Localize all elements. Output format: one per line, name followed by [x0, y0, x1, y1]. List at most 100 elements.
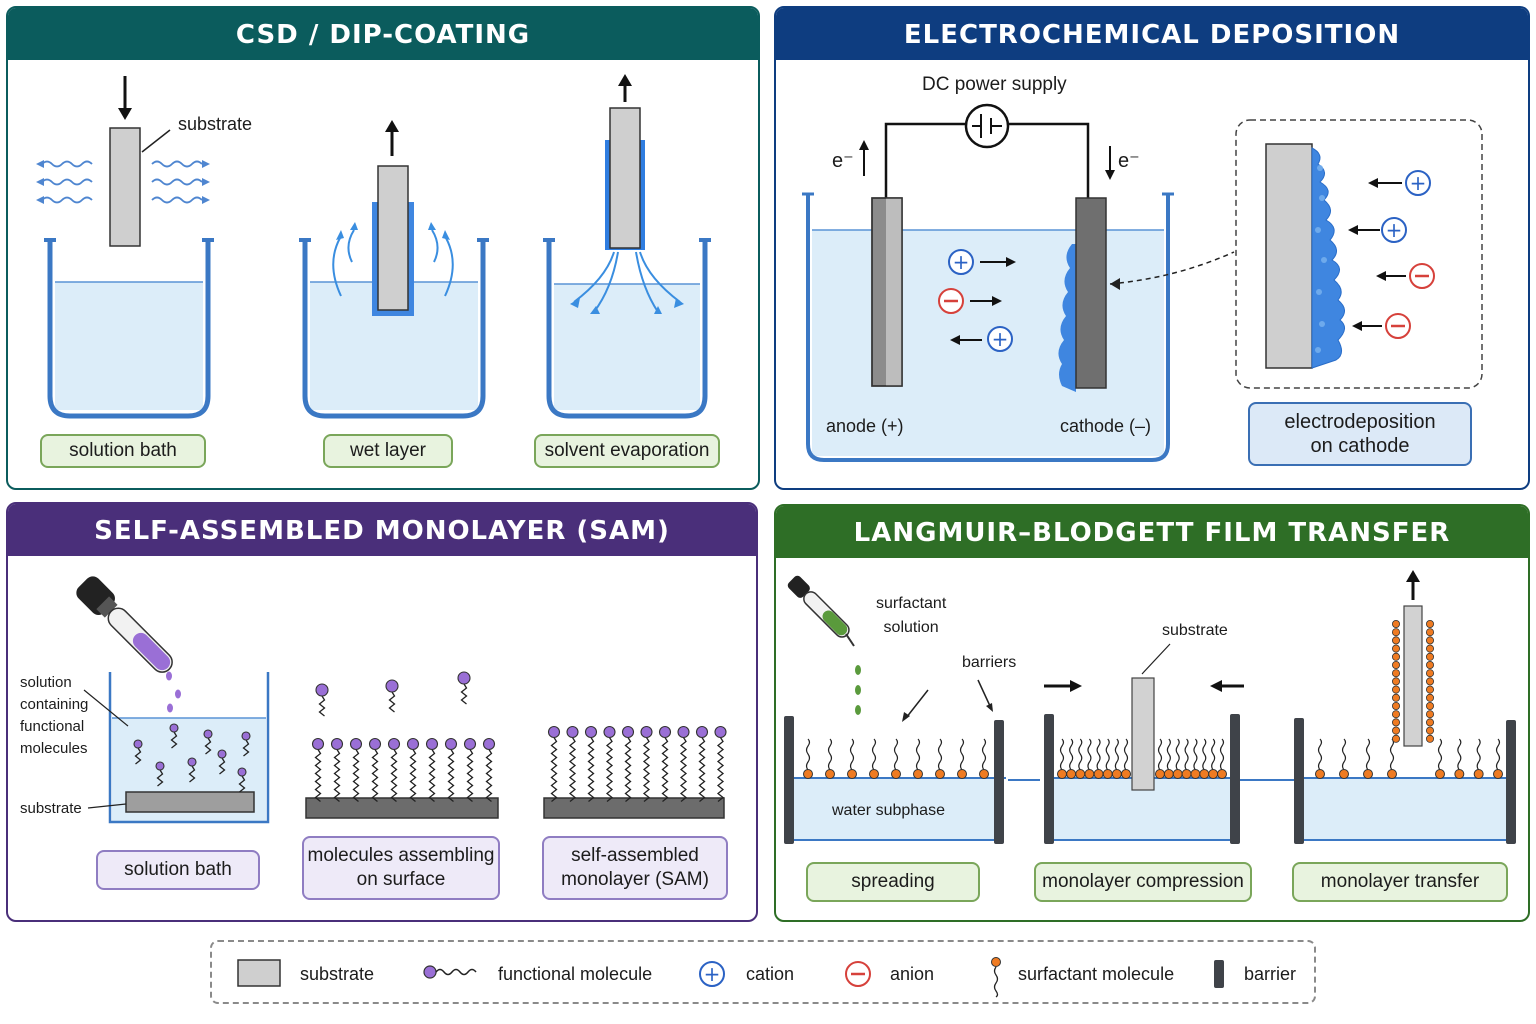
spread-surfactants	[803, 738, 989, 779]
functional-molecule	[133, 739, 143, 765]
functional-molecule-icon	[423, 965, 477, 979]
functional-molecule	[330, 737, 344, 803]
surfactant-molecule	[1163, 738, 1174, 779]
csd-step-label-3: solvent evaporation	[534, 434, 720, 468]
sam-substrate-2	[305, 797, 499, 819]
sam-substrate-label: substrate	[20, 800, 82, 817]
surfactant-molecule	[1426, 701, 1435, 710]
functional-molecule	[368, 737, 382, 803]
surfactant-molecule	[1392, 636, 1401, 645]
cation-icon: +	[1405, 170, 1431, 196]
barriers-label: barriers	[962, 654, 1017, 671]
barrier-right-2	[1230, 714, 1240, 844]
cathode-label: cathode (–)	[1060, 416, 1152, 436]
vapor-wave-icon	[41, 160, 203, 204]
surfactant-molecule	[1066, 738, 1077, 779]
surfactant-molecule	[1473, 738, 1484, 779]
functional-molecule	[677, 725, 690, 803]
cation-icon: +	[699, 961, 725, 987]
surfactant-molecule	[1426, 718, 1435, 727]
surfactant-molecule	[1392, 693, 1401, 702]
functional-molecule	[349, 737, 363, 803]
barrier-left-3	[1294, 718, 1304, 844]
barrier-right-3	[1506, 720, 1516, 844]
surfactant-molecule	[1208, 738, 1219, 779]
surfactant-molecule	[1426, 734, 1435, 743]
surfactant-molecule	[1426, 710, 1435, 719]
legend-label-substrate: substrate	[300, 964, 375, 984]
dropper-icon	[76, 576, 173, 673]
surfactant-molecule	[1392, 701, 1401, 710]
lb-diagram	[784, 570, 1516, 844]
surfactant-molecule	[1426, 677, 1435, 686]
surfactant-molecule	[1093, 738, 1104, 779]
surfactant-molecule-icon	[991, 957, 1001, 998]
surfactant-molecule	[1426, 652, 1435, 661]
surfactant-molecule	[1392, 726, 1401, 735]
surfactant-molecule	[1392, 644, 1401, 653]
panel-title-ecd: ELECTROCHEMICAL DEPOSITION	[776, 8, 1528, 60]
functional-molecule	[315, 683, 329, 717]
surfactant-molecule	[1426, 660, 1435, 669]
free-molecules	[133, 723, 251, 793]
legend-label-anion: anion	[890, 964, 935, 984]
surfactant-molecule	[1121, 738, 1131, 779]
compressed-surfactants	[1057, 738, 1227, 779]
surfactant-molecule	[979, 738, 989, 779]
dropper-icon	[787, 575, 855, 647]
surfactant-molecule	[1392, 734, 1401, 743]
svg-text:+: +	[704, 962, 721, 986]
functional-molecule	[241, 731, 251, 757]
panel-electrochemical-deposition: ELECTROCHEMICAL DEPOSITION	[774, 6, 1530, 490]
surfactant-molecule	[1199, 738, 1210, 779]
surfactant-molecule	[1493, 738, 1503, 779]
svg-text:+: +	[1386, 218, 1403, 242]
functional-molecule	[444, 737, 458, 803]
surfactant-molecule	[1426, 628, 1435, 637]
functional-molecule	[621, 725, 635, 803]
surfactant-molecule	[1102, 738, 1113, 779]
functional-molecule	[584, 725, 598, 803]
flow-arrow-icon	[332, 229, 454, 297]
legend-label-functional-molecule: functional molecule	[498, 964, 653, 984]
surfactant-molecule	[1392, 677, 1401, 686]
cation-icon: +	[987, 326, 1013, 352]
surfactant-molecule	[1426, 693, 1435, 702]
legend-symbols: +	[237, 957, 1224, 998]
compression-arrow-icon	[1044, 680, 1244, 692]
sam-substrate-3	[543, 797, 725, 819]
cathode-electrode	[1058, 197, 1107, 392]
functional-molecule	[640, 725, 653, 803]
surfactant-molecule	[1426, 685, 1435, 694]
surfactant-molecule	[1426, 620, 1435, 629]
csd-substrate-1	[109, 127, 141, 247]
functional-molecule	[387, 737, 401, 803]
up-arrow-icon	[385, 120, 399, 156]
anion-icon	[1385, 313, 1411, 339]
panel-csd-dip-coating: CSD / DIP-COATING	[6, 6, 760, 490]
barrier-left-2	[1044, 714, 1054, 844]
functional-molecule	[203, 729, 213, 755]
functional-molecule	[714, 725, 727, 803]
monolayer-molecules	[547, 725, 727, 803]
csd-diagram	[36, 74, 711, 419]
functional-molecule	[217, 749, 227, 775]
transferred-film	[1392, 620, 1435, 743]
surfactant-molecule	[913, 738, 923, 779]
svg-text:+: +	[953, 250, 970, 274]
functional-molecule	[658, 725, 672, 803]
surfactant-molecule	[1057, 738, 1067, 779]
legend-label-cation: cation	[746, 964, 795, 984]
csd-step2-bath	[299, 238, 489, 419]
surfactant-molecule	[803, 738, 813, 779]
anion-icon	[938, 288, 964, 314]
surfactant-molecule	[1435, 738, 1445, 779]
surfactant-molecule	[1426, 669, 1435, 678]
sam-step-label-3: self-assembled monolayer (SAM)	[542, 836, 728, 900]
lb-step-label-2: monolayer compression	[1034, 862, 1252, 902]
surfactant-molecule	[825, 738, 835, 779]
sam-substrate-1	[125, 791, 255, 813]
surfactant-molecule	[1111, 738, 1122, 779]
surfactant-molecule	[1155, 738, 1165, 779]
barrier-swatch-icon	[1214, 960, 1224, 988]
